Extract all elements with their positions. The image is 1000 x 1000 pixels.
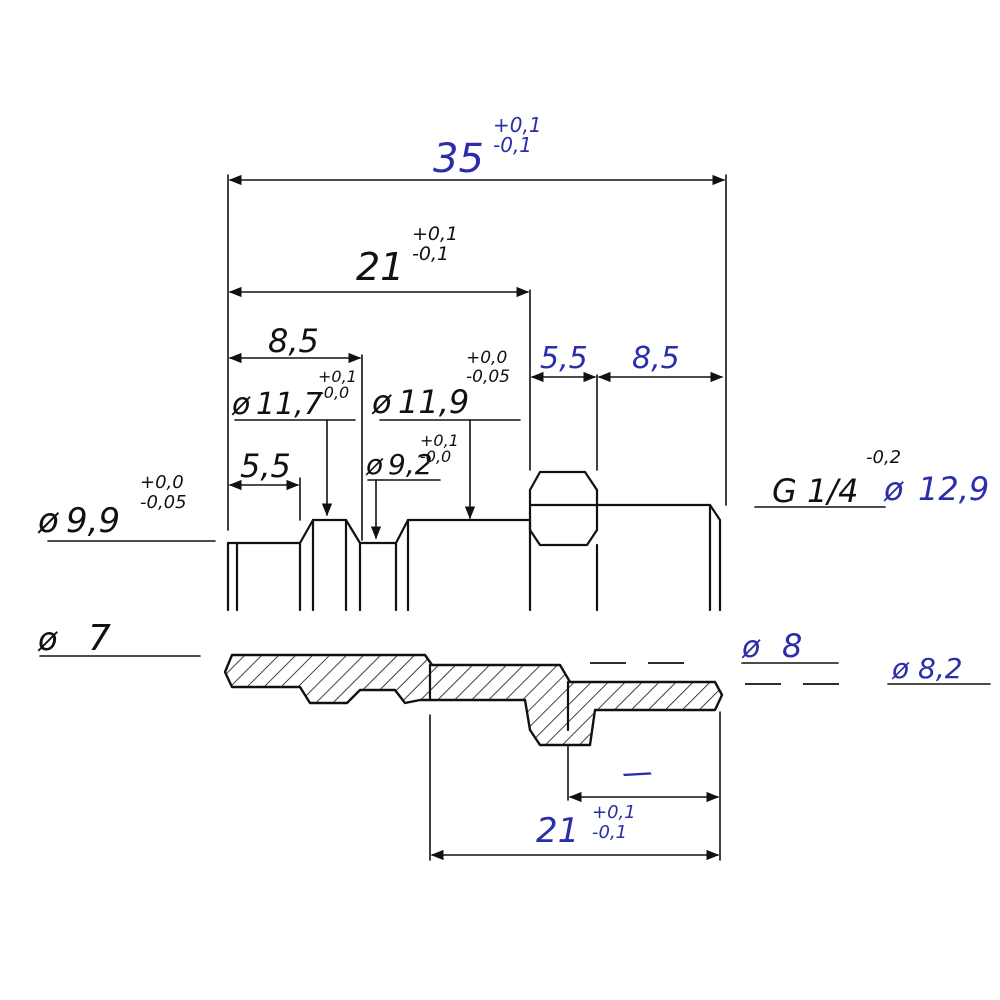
dimension-lines (39, 174, 991, 861)
dim-35-tol-lower: -0,1 (493, 133, 532, 157)
dim-bottom-short: / (618, 758, 656, 789)
dia-8-value: 8 (782, 627, 802, 665)
dia-9-9-tol-lower: -0,05 (140, 492, 187, 513)
dia-9-2-tol-lower: -0,0 (420, 447, 451, 466)
dim-8-5-right: 8,5 (632, 341, 680, 376)
thread-dia-value: 12,9 (918, 470, 989, 508)
dia-7-symbol: ø (37, 620, 58, 658)
dia-11-7-tol-lower: -0,0 (318, 383, 349, 402)
dia-9-9-symbol: ø (37, 501, 60, 541)
section-view (223, 653, 724, 747)
dim-35-tol-upper: +0,1 (493, 113, 542, 137)
dim-21-bottom-value: 21 (536, 811, 579, 851)
dia-11-7-symbol: ø (231, 387, 251, 422)
dashed-centerlines (590, 662, 845, 685)
dim-8-5-left: 8,5 (268, 322, 319, 360)
dim-5-5-left: 5,5 (240, 447, 291, 485)
dim-21-bottom-tol-lower: -0,1 (592, 822, 627, 843)
dia-8-2-value: 8,2 (918, 652, 963, 685)
thread-dia-symbol: ø (883, 470, 904, 508)
dia-11-7-tol-upper: +0,1 (318, 367, 357, 386)
dia-9-9-tol-upper: +0,0 (140, 472, 184, 493)
dia-8-symbol: ø (741, 630, 761, 665)
dia-9-9-value: 9,9 (66, 501, 120, 541)
part-outline (226, 470, 722, 612)
dim-21-top-tol-upper: +0,1 (412, 223, 458, 245)
dia-9-2-symbol: ø (365, 448, 384, 481)
thread-tol: -0,2 (866, 447, 901, 468)
dia-11-9-value: 11,9 (398, 383, 469, 421)
dia-11-9-symbol: ø (371, 383, 392, 421)
dia-9-2-value: 9,2 (388, 448, 433, 481)
dia-11-7-value: 11,7 (256, 387, 323, 422)
thread-label: G 1/4 (772, 472, 858, 510)
dim-21-top-tol-lower: -0,1 (412, 243, 449, 265)
dia-8-2-symbol: ø (891, 652, 910, 685)
dia-9-2-tol-upper: +0,1 (420, 431, 459, 450)
dim-21-bottom-tol-upper: +0,1 (592, 802, 636, 823)
dia-7-value: 7 (88, 618, 111, 659)
dia-11-9-tol-lower: -0,05 (466, 367, 510, 387)
dim-21-top-value: 21 (356, 245, 404, 289)
dim-35-value: 35 (433, 136, 484, 182)
dim-5-5-hex: 5,5 (540, 341, 588, 376)
dia-11-9-tol-upper: +0,0 (466, 348, 507, 368)
